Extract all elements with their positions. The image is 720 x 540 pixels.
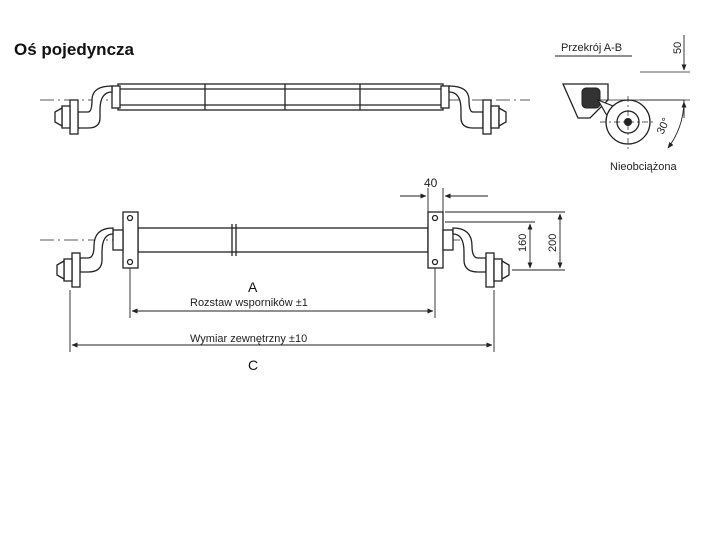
axle-bracket-view [40, 211, 510, 288]
section-height-label: 50 [672, 42, 684, 54]
section-label: Przekrój A-B [561, 42, 622, 54]
dimension-lines [69, 188, 565, 352]
section-angle-label: 30° [655, 116, 673, 136]
bracket-spacing-label: Rozstaw wsporników ±1 [190, 297, 308, 309]
outer-width-label: Wymiar zewnętrzny ±10 [190, 333, 307, 345]
unloaded-label: Nieobciążona [610, 161, 678, 173]
dim-200-label: 200 [547, 234, 559, 252]
axle-top-view [40, 83, 530, 135]
label-a: A [248, 279, 258, 295]
label-c: C [248, 357, 258, 373]
dim-160-label: 160 [517, 234, 529, 252]
dim-40-label: 40 [424, 176, 438, 190]
drawing-title: Oś pojedyncza [14, 40, 134, 59]
section-a-b-view: Przekrój A-B 50 30° Nieobciążona [555, 35, 690, 173]
